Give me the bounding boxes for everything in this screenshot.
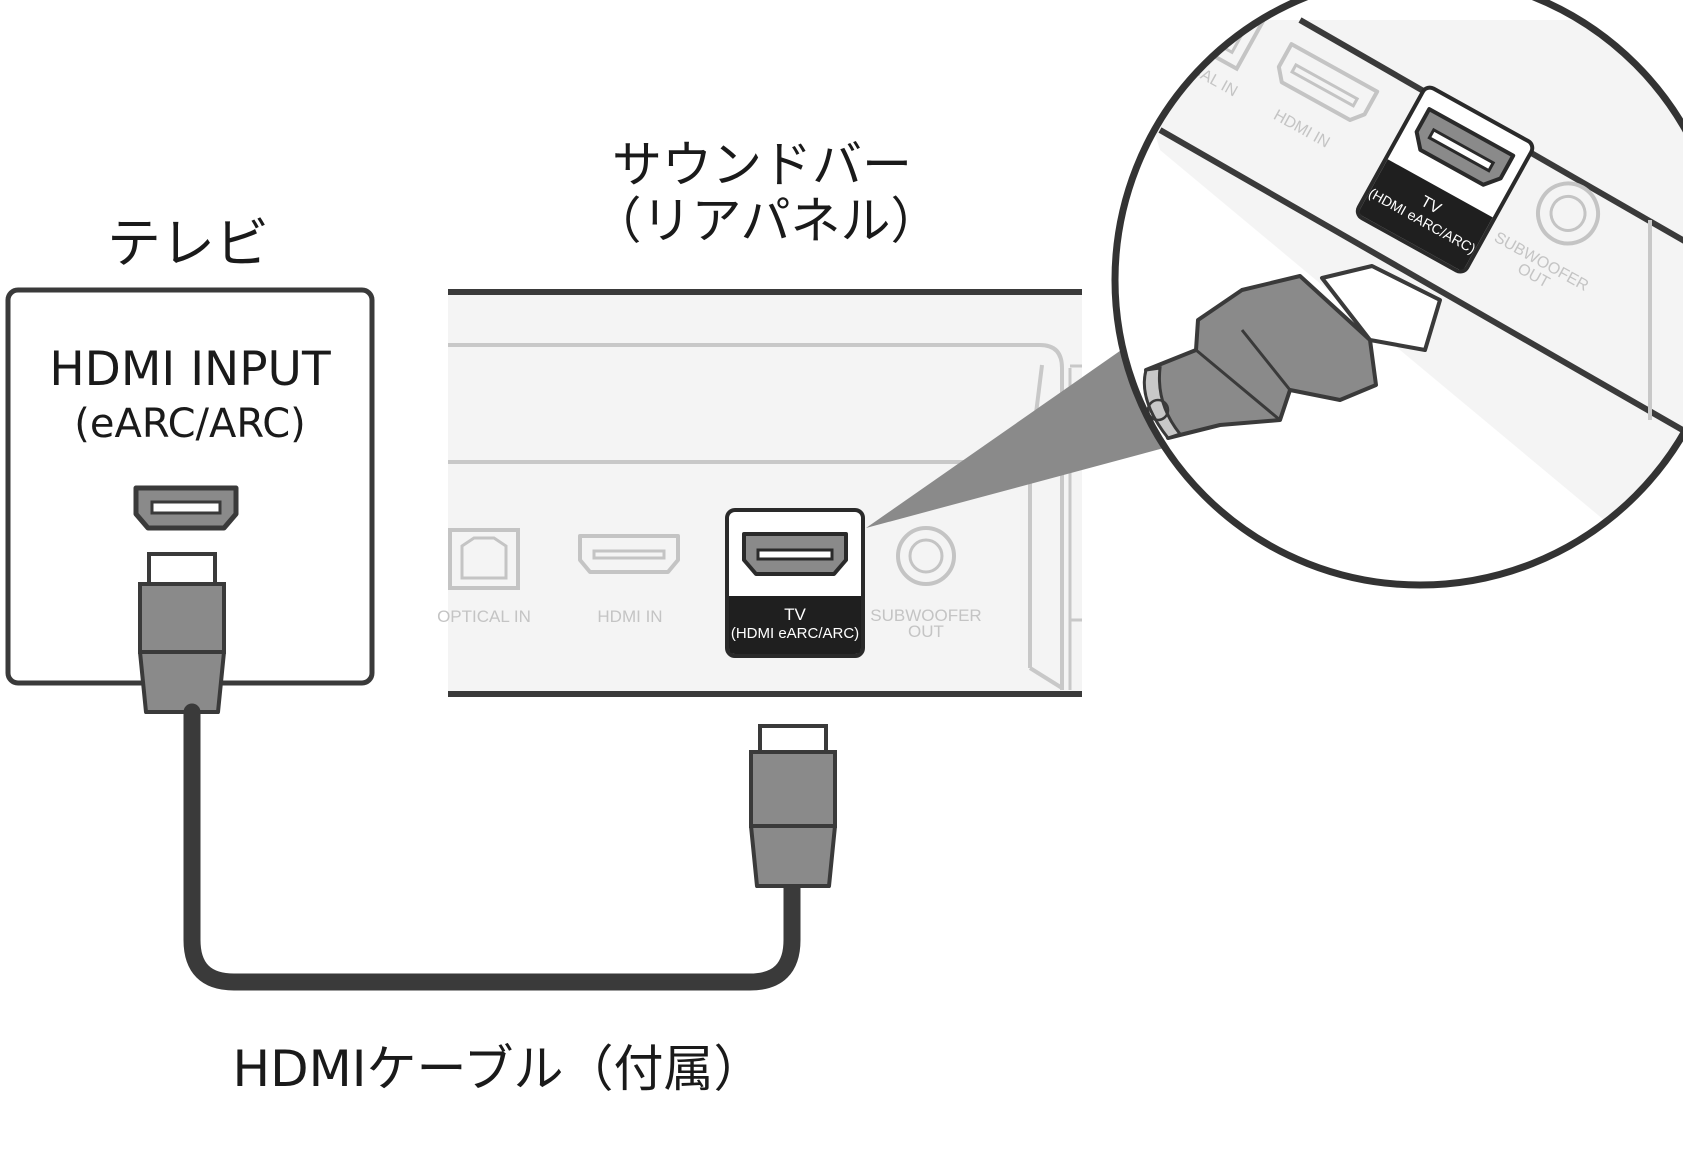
zoom-callout-wedge bbox=[866, 330, 1175, 528]
soundbar-cable-plug-icon bbox=[749, 724, 837, 888]
tv-group: テレビ HDMI INPUT (eARC/ARC) bbox=[5, 212, 375, 714]
hdmi-cable-line bbox=[183, 703, 801, 991]
soundbar-group: サウンドバー （リアパネル） OPTICAL IN HDMI IN bbox=[437, 136, 1082, 697]
optical-in-label: OPTICAL IN bbox=[437, 607, 531, 626]
subwoofer-out-port-icon bbox=[896, 526, 956, 586]
tv-earc-label: TV bbox=[784, 605, 806, 624]
zoom-hdmi-plug-icon bbox=[1142, 264, 1442, 440]
optical-in-port-icon bbox=[448, 528, 520, 590]
hdmi-in-port-icon bbox=[578, 534, 680, 574]
soundbar-subtitle: （リアパネル） bbox=[592, 192, 941, 250]
zoom-subwoofer-port-icon bbox=[1536, 181, 1601, 246]
zoom-hdmi-in-port-icon bbox=[1276, 42, 1380, 123]
tv-hdmi-port-icon bbox=[133, 485, 239, 531]
soundbar-title: サウンドバー bbox=[612, 136, 912, 194]
tv-earc-sublabel: (HDMI eARC/ARC) bbox=[731, 625, 859, 642]
subwoofer-out-label: SUBWOOFER bbox=[870, 606, 981, 625]
zoom-inset: OPTICAL IN HDMI IN TV (HDMI eARC/ARC) bbox=[1111, 0, 1683, 589]
tv-port-label: HDMI INPUT bbox=[49, 342, 331, 397]
tv-cable-plug-icon bbox=[138, 552, 226, 714]
tv-port-sublabel: (eARC/ARC) bbox=[74, 401, 305, 447]
zoom-tv-earc-port: TV (HDMI eARC/ARC) bbox=[1355, 85, 1535, 274]
cable-label: HDMIケーブル（付属） bbox=[233, 1040, 764, 1098]
subwoofer-out-sublabel: OUT bbox=[908, 622, 944, 641]
tv-earc-port: TV (HDMI eARC/ARC) bbox=[725, 508, 865, 658]
hdmi-in-label: HDMI IN bbox=[597, 607, 662, 626]
tv-title: テレビ bbox=[107, 212, 269, 275]
